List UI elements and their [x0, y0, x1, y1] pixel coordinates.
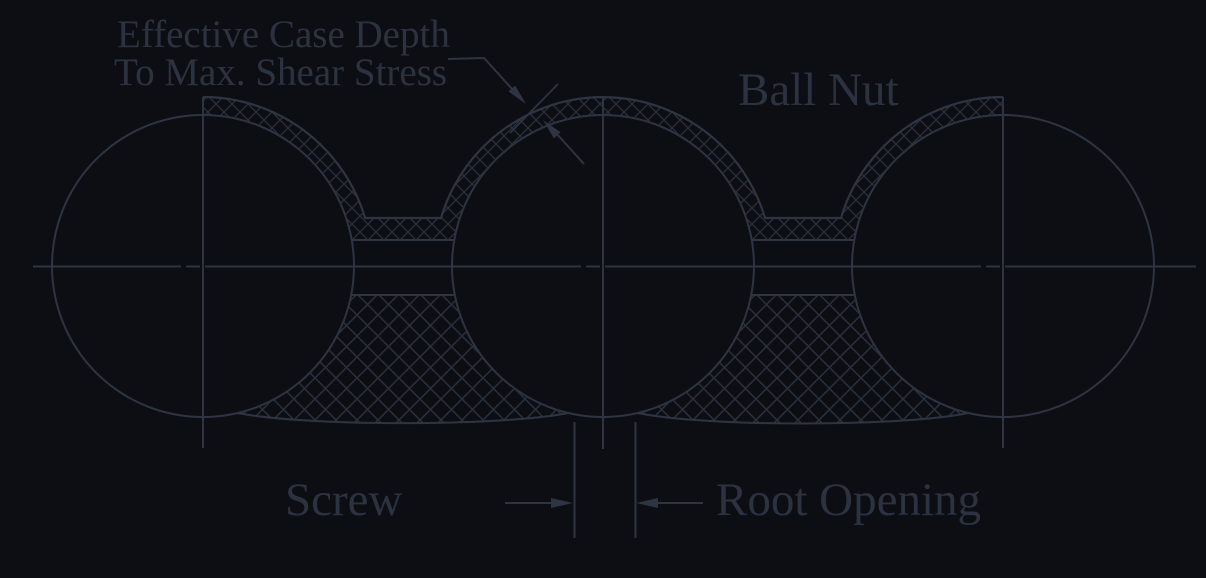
label-ball-nut: Ball Nut	[738, 64, 899, 116]
screw-dim-arrowhead	[551, 498, 573, 508]
nut-surface-profile	[202, 95, 1004, 220]
screw-land-hatch-right	[637, 295, 969, 424]
screw-land-hatch-left	[237, 295, 569, 424]
screw-root-line-left	[237, 412, 569, 425]
case-depth-leader-arrowhead	[508, 85, 526, 104]
label-effective-case-depth-line2: To Max. Shear Stress	[114, 51, 447, 94]
label-root-opening: Root Opening	[716, 474, 981, 526]
case-depth-lower-arrowhead	[543, 120, 561, 139]
root-opening-dim-arrowhead	[636, 498, 658, 508]
case-depth-lower-arrow-line	[555, 132, 585, 165]
case-depth-leader-line	[447, 56, 514, 91]
screw-root-line-right	[637, 412, 969, 425]
label-screw: Screw	[285, 474, 403, 526]
label-effective-case-depth-line1: Effective Case Depth	[117, 13, 450, 56]
case-depth-tick-line	[509, 83, 559, 134]
